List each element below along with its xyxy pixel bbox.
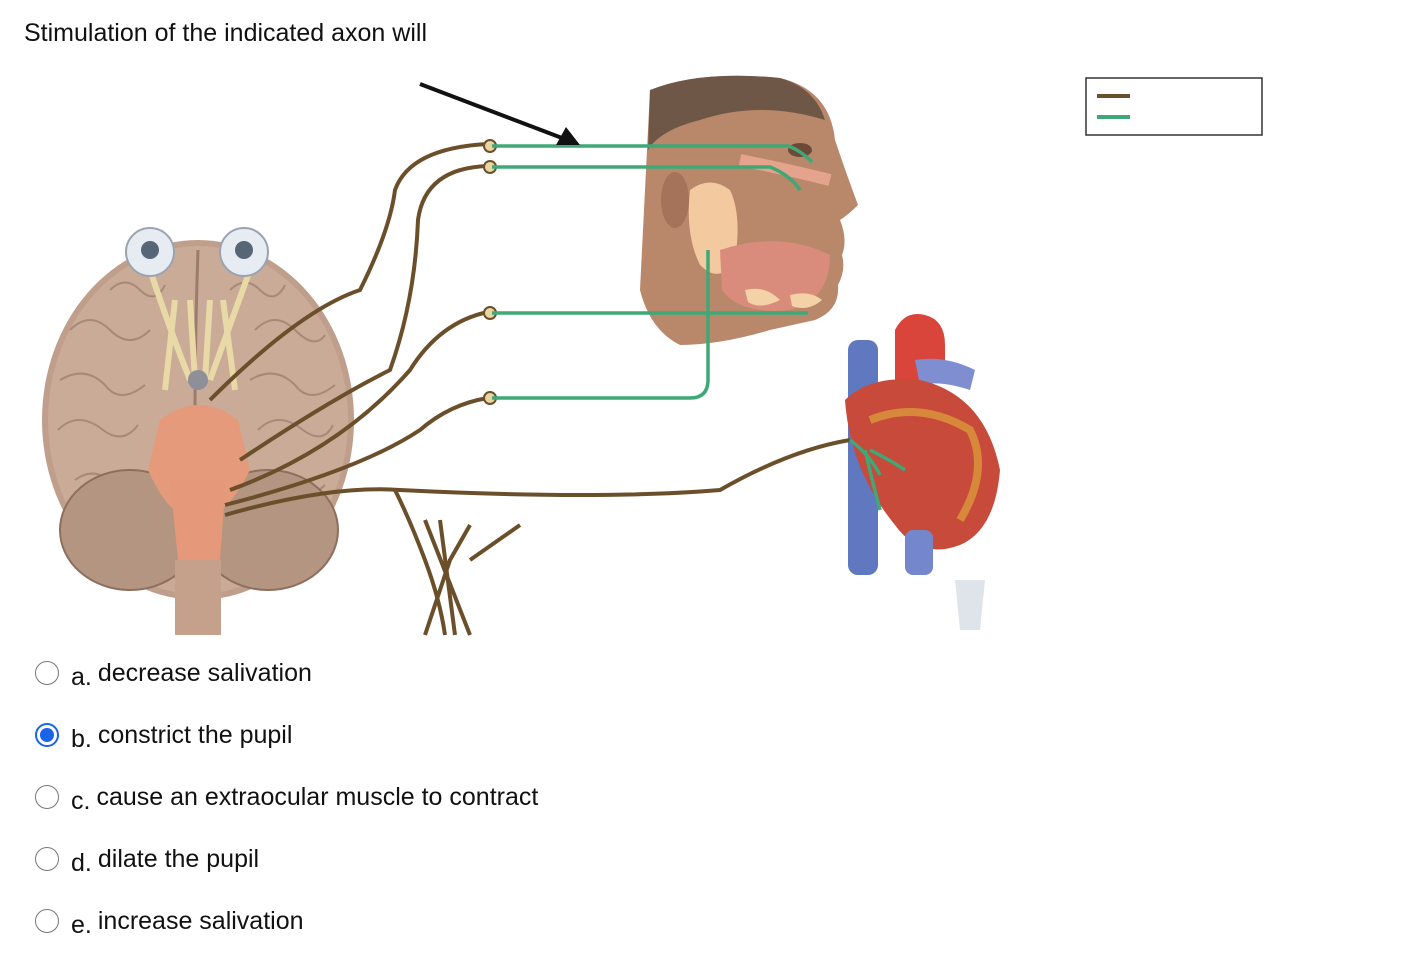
- option-d-text: dilate the pupil: [97, 844, 260, 873]
- option-b-letter: b.: [71, 724, 92, 753]
- option-b[interactable]: b. constrict the pupil: [35, 720, 538, 753]
- option-b-radio[interactable]: [35, 723, 59, 747]
- option-e[interactable]: e. increase salivation: [35, 906, 538, 939]
- option-c-letter: c.: [71, 786, 91, 815]
- preganglionic-fibers: [208, 142, 851, 636]
- head-illustration: [640, 75, 858, 345]
- option-b-text: constrict the pupil: [97, 720, 293, 749]
- option-d-radio[interactable]: [35, 847, 59, 871]
- option-e-letter: e.: [71, 910, 92, 939]
- option-a[interactable]: a. decrease salivation: [35, 658, 538, 691]
- postganglionic-fibers: [492, 144, 906, 511]
- option-c-radio[interactable]: [35, 785, 59, 809]
- anatomy-figure: [42, 75, 1263, 636]
- question-text: Stimulation of the indicated axon will: [24, 19, 428, 47]
- answer-options: a. decrease salivation b. constrict the …: [35, 658, 538, 968]
- heart-illustration: [845, 314, 1000, 630]
- option-a-radio[interactable]: [35, 661, 59, 685]
- option-a-letter: a.: [71, 662, 92, 691]
- option-c[interactable]: c. cause an extraocular muscle to contra…: [35, 782, 539, 815]
- option-d[interactable]: d. dilate the pupil: [35, 844, 538, 877]
- option-e-radio[interactable]: [35, 909, 59, 933]
- brain-illustration: [42, 227, 354, 635]
- ganglia: [483, 139, 497, 405]
- option-d-letter: d.: [71, 848, 92, 877]
- option-a-text: decrease salivation: [97, 658, 312, 687]
- legend-box: [1085, 77, 1263, 136]
- option-c-text: cause an extraocular muscle to contract: [96, 782, 539, 811]
- option-e-text: increase salivation: [97, 906, 304, 935]
- indicator-arrow: [419, 82, 580, 145]
